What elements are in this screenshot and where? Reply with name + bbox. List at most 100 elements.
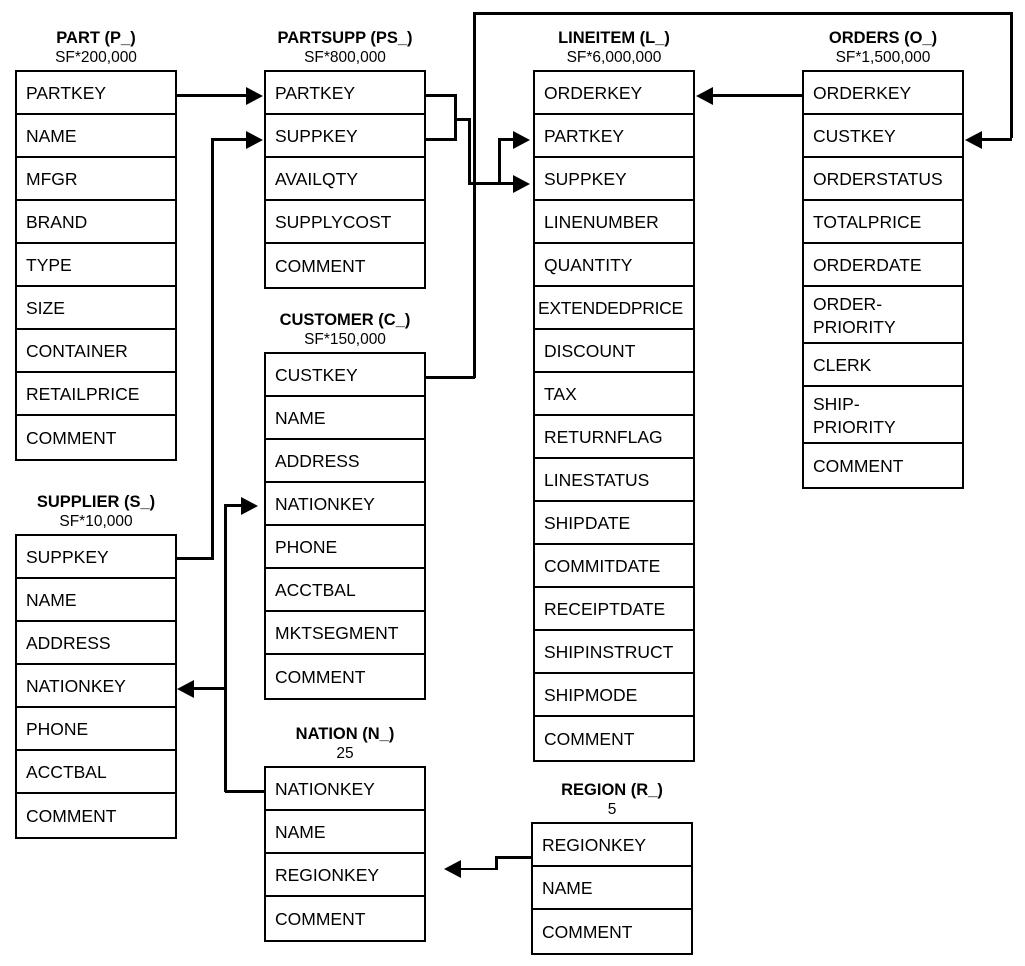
field-part-mfgr: MFGR [17, 158, 175, 201]
field-supplier-acctbal: ACCTBAL [17, 751, 175, 794]
field-lineitem-tax: TAX [535, 373, 693, 416]
connector-nation-supplier-h [194, 687, 226, 690]
entity-customer-title: CUSTOMER (C_) [279, 311, 411, 329]
field-part-brand: BRAND [17, 201, 175, 244]
field-supplier-address: ADDRESS [17, 622, 175, 665]
connector-region-nation-v [495, 856, 498, 870]
connector-part-partsupp-arrowhead [246, 86, 263, 105]
field-customer-phone: PHONE [266, 526, 424, 569]
entity-part: PART (P_) SF*200,000 PARTKEY NAME MFGR B… [15, 28, 177, 461]
connector-partsupp-merge-v [468, 118, 471, 185]
field-orders-orderkey: ORDERKEY [804, 72, 962, 115]
connector-nation-supplier-arrowhead [177, 679, 194, 698]
entity-orders-count: SF*1,500,000 [835, 49, 931, 66]
field-part-name: NAME [17, 115, 175, 158]
connector-region-nation-arrowhead [444, 860, 461, 878]
field-orders-totalprice: TOTALPRICE [804, 201, 962, 244]
entity-partsupp: PARTSUPP (PS_) SF*800,000 PARTKEY SUPPKE… [264, 28, 426, 289]
entity-customer-count: SF*150,000 [304, 331, 386, 348]
entity-orders: ORDERS (O_) SF*1,500,000 ORDERKEY CUSTKE… [802, 28, 964, 489]
connector-partsupp-merge-h-top [454, 118, 472, 121]
field-orders-orderpriority-l1: ORDER- [813, 294, 883, 314]
connector-nation-customer-h [224, 504, 242, 507]
field-lineitem-partkey: PARTKEY [535, 115, 693, 158]
connector-customer-orders-v2 [1010, 12, 1013, 138]
entity-nation-title: NATION (N_) [295, 725, 395, 743]
field-part-size: SIZE [17, 287, 175, 330]
field-orders-orderpriority: ORDER- PRIORITY [804, 287, 962, 344]
field-lineitem-suppkey: SUPPKEY [535, 158, 693, 201]
field-nation-nationkey: NATIONKEY [266, 768, 424, 811]
connector-orders-lineitem-line [713, 94, 802, 97]
entity-region: REGION (R_) 5 REGIONKEY NAME COMMENT [531, 780, 693, 955]
field-customer-acctbal: ACCTBAL [266, 569, 424, 612]
entity-orders-title: ORDERS (O_) [828, 29, 938, 47]
connector-supplier-partsupp-h2 [211, 138, 248, 141]
field-orders-shippriority: SHIP- PRIORITY [804, 387, 962, 444]
field-part-type: TYPE [17, 244, 175, 287]
field-nation-regionkey: REGIONKEY [266, 854, 424, 897]
field-lineitem-commitdate: COMMITDATE [535, 545, 693, 588]
field-part-partkey: PARTKEY [17, 72, 175, 115]
field-customer-mktsegment: MKTSEGMENT [266, 612, 424, 655]
field-orders-clerk: CLERK [804, 344, 962, 387]
connector-nation-h-stem [225, 790, 266, 793]
field-partsupp-comment: COMMENT [266, 244, 424, 287]
connector-lineitem-split-v [498, 138, 501, 185]
connector-supplier-partsupp-v1 [211, 138, 214, 559]
field-customer-custkey: CUSTKEY [266, 354, 424, 397]
connector-nation-customer-arrowhead [241, 496, 258, 515]
field-lineitem-shipmode: SHIPMODE [535, 674, 693, 717]
connector-lineitem-suppkey-h [498, 182, 514, 185]
entity-region-box: REGIONKEY NAME COMMENT [531, 822, 693, 955]
field-supplier-phone: PHONE [17, 708, 175, 751]
field-customer-nationkey: NATIONKEY [266, 483, 424, 526]
field-part-retailprice: RETAILPRICE [17, 373, 175, 416]
entity-supplier-box: SUPPKEY NAME ADDRESS NATIONKEY PHONE ACC… [15, 534, 177, 839]
connector-supplier-partsupp-arrowhead [246, 130, 263, 149]
connector-part-partsupp-line [177, 94, 247, 97]
field-nation-comment: COMMENT [266, 897, 424, 940]
entity-lineitem-title: LINEITEM (L_) [558, 29, 670, 47]
field-lineitem-extendedprice: EXTENDEDPRICE [535, 287, 693, 330]
field-partsupp-partkey: PARTKEY [266, 72, 424, 115]
field-orders-custkey: CUSTKEY [804, 115, 962, 158]
entity-nation: NATION (N_) 25 NATIONKEY NAME REGIONKEY … [264, 724, 426, 942]
field-orders-orderstatus: ORDERSTATUS [804, 158, 962, 201]
connector-lineitem-partkey-h [498, 138, 514, 141]
entity-region-title: REGION (R_) [561, 781, 663, 799]
field-part-comment: COMMENT [17, 416, 175, 459]
entity-lineitem-count: SF*6,000,000 [566, 49, 662, 66]
connector-customer-orders-arrowhead [965, 130, 982, 149]
field-lineitem-orderkey: ORDERKEY [535, 72, 693, 115]
field-region-name: NAME [533, 867, 691, 910]
field-supplier-nationkey: NATIONKEY [17, 665, 175, 708]
connector-nation-v-riser [224, 504, 227, 792]
field-orders-orderpriority-l2: PRIORITY [813, 317, 896, 337]
field-supplier-name: NAME [17, 579, 175, 622]
field-lineitem-receiptdate: RECEIPTDATE [535, 588, 693, 631]
connector-partsupp-merge-h-bot [468, 182, 501, 185]
field-lineitem-comment: COMMENT [535, 717, 693, 760]
connector-partsupp-partkey-h [426, 94, 457, 97]
connector-customer-orders-h2 [473, 12, 1013, 15]
field-nation-name: NAME [266, 811, 424, 854]
field-orders-shippriority-l1: SHIP- [813, 394, 860, 414]
connector-partsupp-suppkey-h [426, 138, 457, 141]
field-lineitem-quantity: QUANTITY [535, 244, 693, 287]
entity-partsupp-count: SF*800,000 [304, 49, 386, 66]
field-partsupp-supplycost: SUPPLYCOST [266, 201, 424, 244]
connector-customer-orders-h1 [426, 376, 475, 379]
entity-partsupp-title: PARTSUPP (PS_) [277, 29, 413, 47]
field-lineitem-discount: DISCOUNT [535, 330, 693, 373]
connector-region-nation-h2 [461, 867, 497, 871]
field-customer-name: NAME [266, 397, 424, 440]
field-part-container: CONTAINER [17, 330, 175, 373]
entity-part-count: SF*200,000 [55, 49, 137, 66]
entity-lineitem: LINEITEM (L_) SF*6,000,000 ORDERKEY PART… [533, 28, 695, 762]
field-lineitem-shipinstruct: SHIPINSTRUCT [535, 631, 693, 674]
entity-part-box: PARTKEY NAME MFGR BRAND TYPE SIZE CONTAI… [15, 70, 177, 461]
entity-part-title: PART (P_) [56, 29, 136, 47]
connector-customer-orders-h3 [982, 138, 1012, 141]
